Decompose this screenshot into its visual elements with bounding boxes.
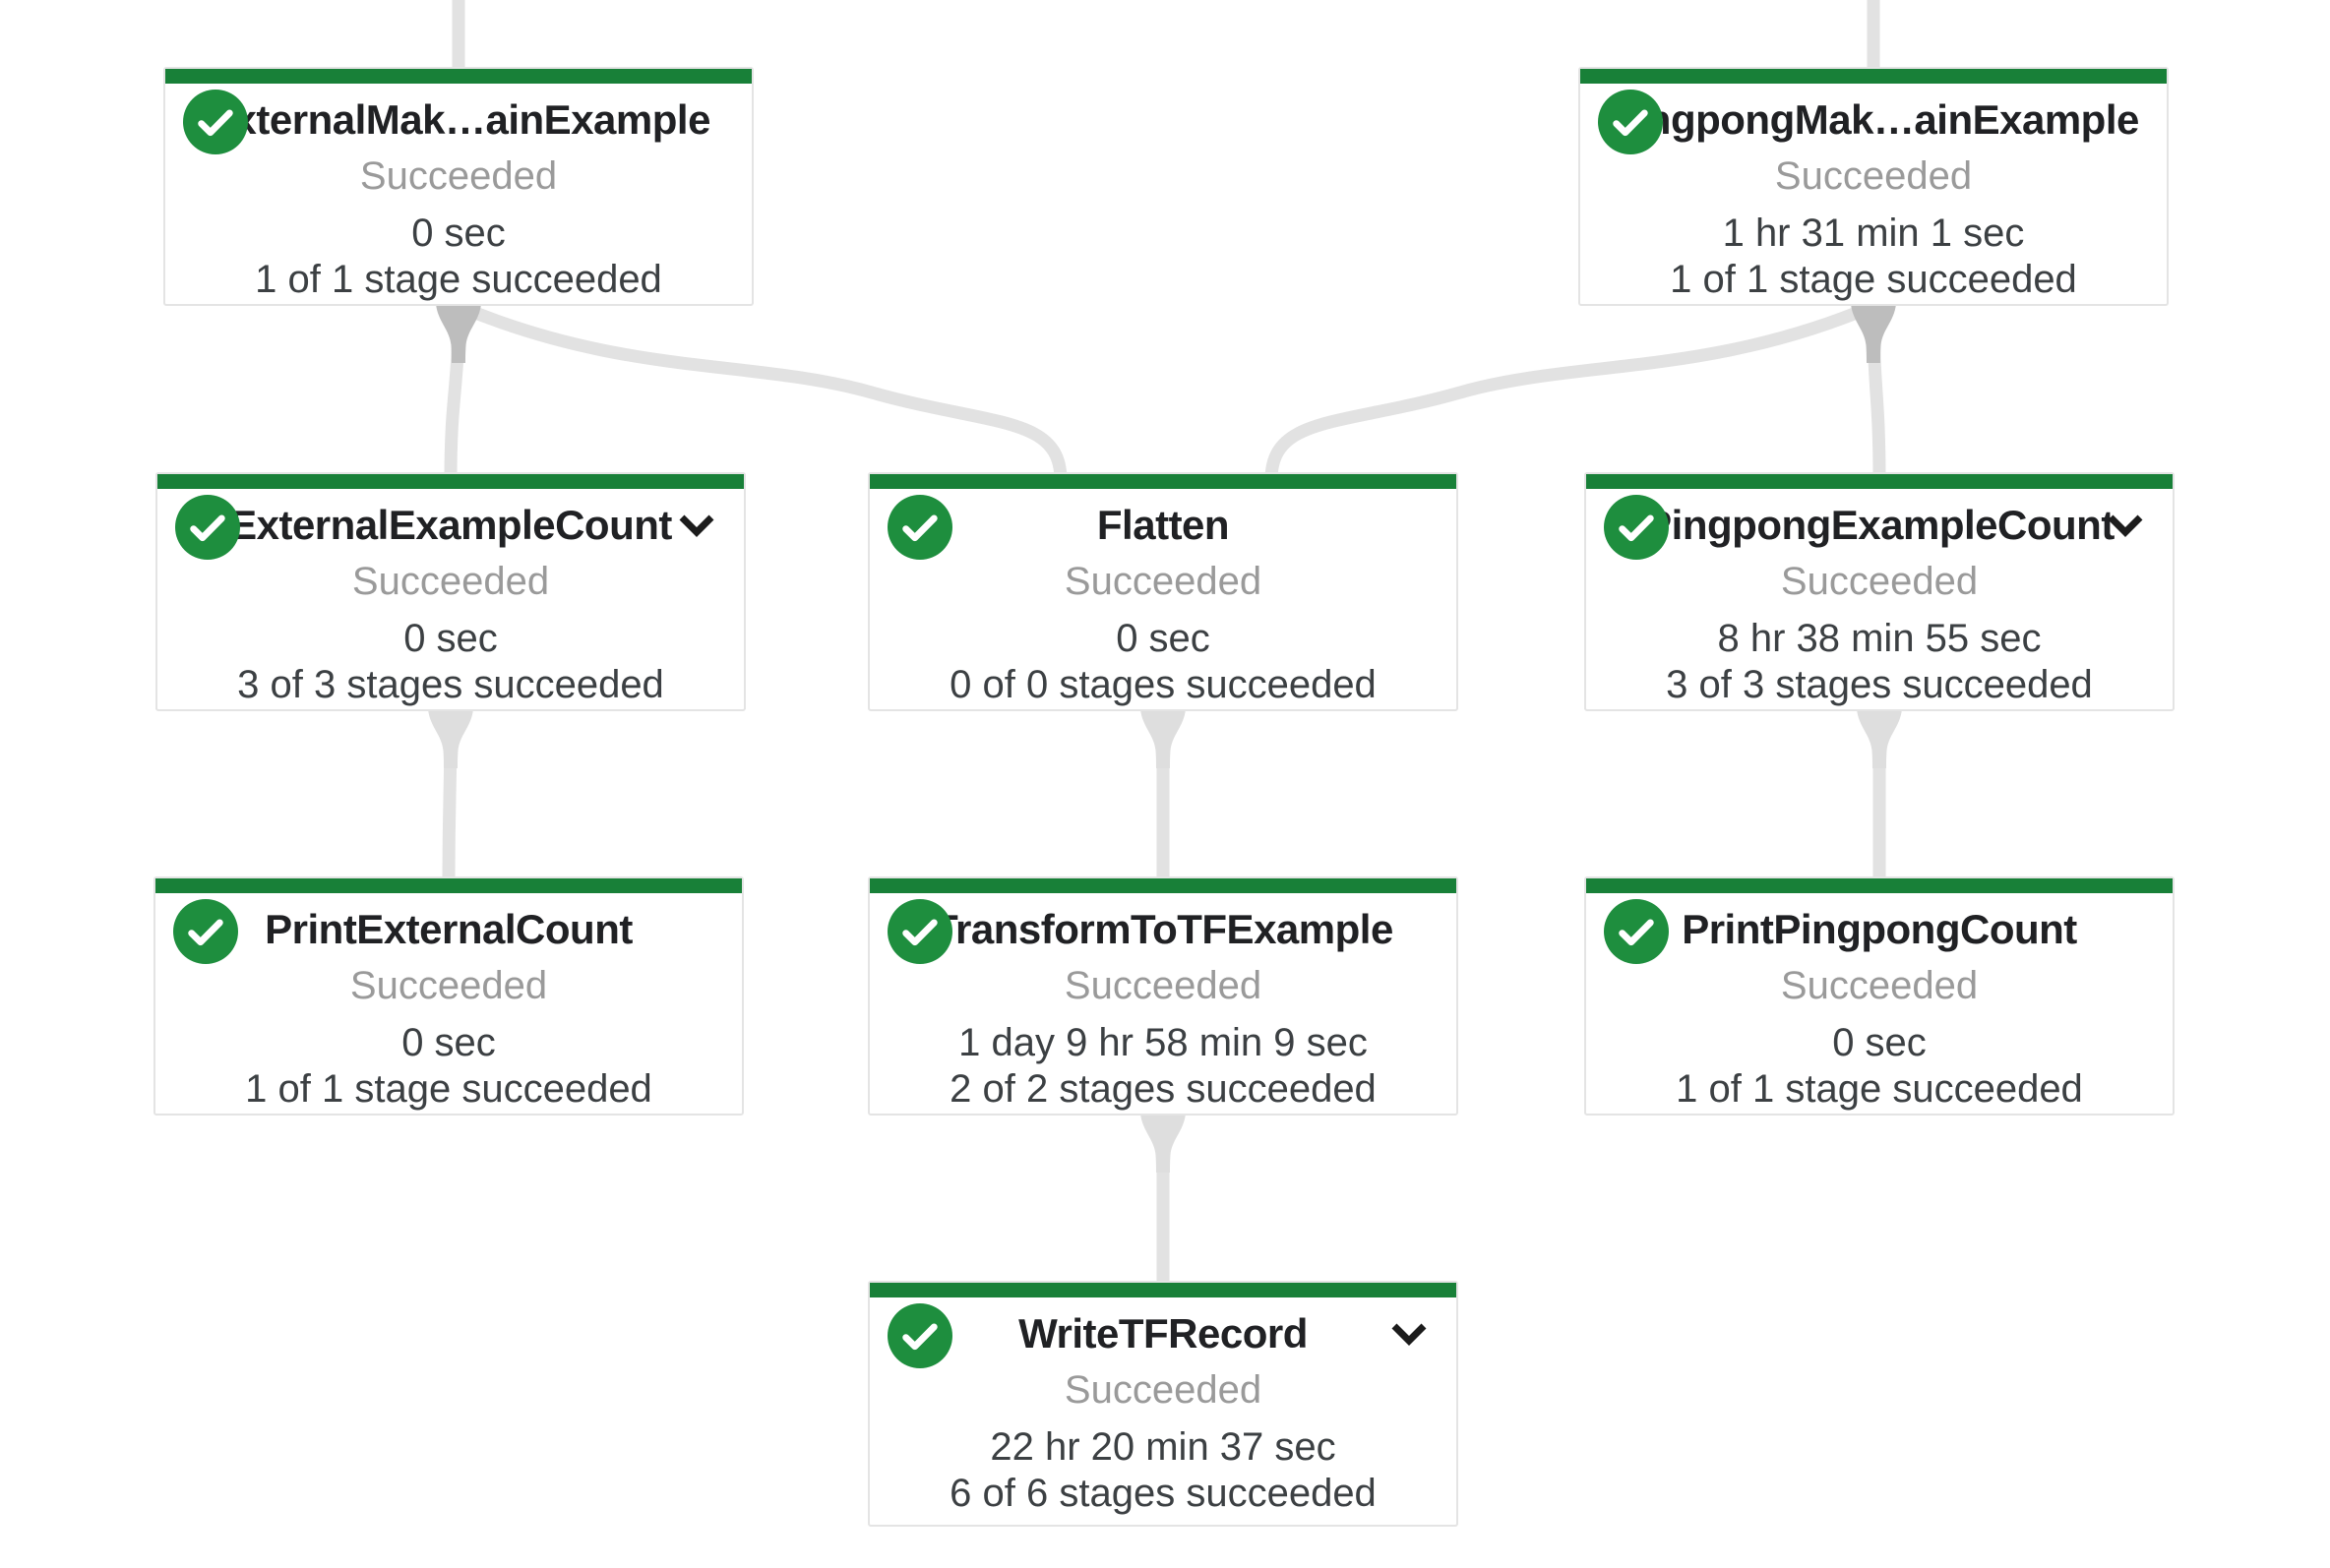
chevron-down-icon[interactable]: [678, 513, 715, 537]
node-title-row: PingpongMak…ainExample: [1580, 90, 2167, 154]
node-card-pingpong-mak-ain-example[interactable]: PingpongMak…ainExample Succeeded 1 hr 31…: [1578, 67, 2169, 306]
node-status: Succeeded: [1780, 560, 1979, 603]
node-title-row: PrintExternalCount: [155, 899, 742, 964]
node-success-bar: [1586, 474, 2173, 489]
node-stages: 1 of 1 stage succeeded: [1670, 258, 2077, 301]
node-stages: 3 of 3 stages succeeded: [1666, 663, 2093, 706]
node-title: PingpongExampleCount: [1644, 502, 2115, 548]
node-duration: 0 sec: [411, 211, 506, 255]
node-title: Flatten: [1096, 502, 1230, 548]
node-card-pingpong-example-count[interactable]: PingpongExampleCount Succeeded 8 hr 38 m…: [1584, 472, 2175, 711]
node-success-bar: [155, 878, 742, 893]
node-card-external-example-count[interactable]: ExternalExampleCount Succeeded 0 sec 3 o…: [155, 472, 746, 711]
chevron-down-icon[interactable]: [1390, 1322, 1428, 1346]
chevron-down-icon[interactable]: [2107, 513, 2144, 537]
node-title-row: PingpongExampleCount: [1586, 495, 2173, 560]
node-duration: 0 sec: [403, 617, 498, 660]
node-title-row: Flatten: [870, 495, 1456, 560]
edge-funnel: [1140, 1114, 1186, 1173]
node-stages: 2 of 2 stages succeeded: [950, 1067, 1377, 1111]
node-status: Succeeded: [351, 560, 550, 603]
node-duration: 1 day 9 hr 58 min 9 sec: [958, 1021, 1368, 1064]
node-title-row: TransformToTFExample: [870, 899, 1456, 964]
node-status: Succeeded: [349, 964, 548, 1007]
node-stages: 0 of 0 stages succeeded: [950, 663, 1377, 706]
node-stages: 6 of 6 stages succeeded: [950, 1472, 1377, 1515]
node-stages: 1 of 1 stage succeeded: [245, 1067, 652, 1111]
node-card-write-tf-record[interactable]: WriteTFRecord Succeeded 22 hr 20 min 37 …: [868, 1281, 1458, 1527]
node-title-row: ExternalExampleCount: [157, 495, 744, 560]
edge-funnel: [1140, 709, 1186, 768]
node-success-bar: [870, 474, 1456, 489]
node-success-bar: [1586, 878, 2173, 893]
node-title: PingpongMak…ainExample: [1608, 96, 2139, 143]
node-title-row: WriteTFRecord: [870, 1303, 1456, 1368]
node-title: PrintExternalCount: [265, 906, 633, 952]
node-card-print-external-count[interactable]: PrintExternalCount Succeeded 0 sec 1 of …: [153, 876, 744, 1116]
node-status: Succeeded: [1774, 154, 1973, 198]
node-duration: 8 hr 38 min 55 sec: [1717, 617, 2042, 660]
node-stages: 1 of 1 stage succeeded: [1676, 1067, 2083, 1111]
node-duration: 22 hr 20 min 37 sec: [990, 1425, 1336, 1469]
check-circle-icon: [175, 495, 240, 560]
node-card-transform-to-tf-example[interactable]: TransformToTFExample Succeeded 1 day 9 h…: [868, 876, 1458, 1116]
node-success-bar: [165, 69, 752, 84]
check-circle-icon: [1598, 90, 1663, 154]
edge-funnel: [428, 709, 473, 768]
node-title-row: PrintPingpongCount: [1586, 899, 2173, 964]
node-duration: 1 hr 31 min 1 sec: [1722, 211, 2025, 255]
check-circle-icon: [1604, 899, 1669, 964]
edge-funnel: [1851, 304, 1896, 363]
node-title: ExternalExampleCount: [229, 502, 672, 548]
node-status: Succeeded: [359, 154, 558, 198]
node-title: WriteTFRecord: [1018, 1310, 1308, 1357]
node-stages: 1 of 1 stage succeeded: [255, 258, 662, 301]
check-circle-icon: [888, 495, 952, 560]
check-circle-icon: [1604, 495, 1669, 560]
node-title: PrintPingpongCount: [1682, 906, 2077, 952]
node-stages: 3 of 3 stages succeeded: [237, 663, 664, 706]
node-duration: 0 sec: [1116, 617, 1210, 660]
node-duration: 0 sec: [1832, 1021, 1927, 1064]
node-status: Succeeded: [1780, 964, 1979, 1007]
node-card-print-pingpong-count[interactable]: PrintPingpongCount Succeeded 0 sec 1 of …: [1584, 876, 2175, 1116]
check-circle-icon: [888, 1303, 952, 1368]
edge-funnel: [436, 304, 481, 363]
node-duration: 0 sec: [401, 1021, 496, 1064]
edge-external-mak-ain-example-to-flatten: [456, 300, 1068, 481]
check-circle-icon: [173, 899, 238, 964]
check-circle-icon: [888, 899, 952, 964]
node-success-bar: [870, 1283, 1456, 1297]
edge-funnel: [1857, 709, 1902, 768]
node-status: Succeeded: [1064, 1368, 1262, 1412]
edge-pingpong-mak-ain-example-to-flatten: [1264, 300, 1876, 481]
node-card-flatten[interactable]: Flatten Succeeded 0 sec 0 of 0 stages su…: [868, 472, 1458, 711]
node-title: TransformToTFExample: [933, 906, 1393, 952]
node-title-row: ExternalMak…ainExample: [165, 90, 752, 154]
node-success-bar: [157, 474, 744, 489]
node-success-bar: [1580, 69, 2167, 84]
check-circle-icon: [183, 90, 248, 154]
node-title: ExternalMak…ainExample: [207, 96, 710, 143]
node-status: Succeeded: [1064, 560, 1262, 603]
node-success-bar: [870, 878, 1456, 893]
node-card-external-mak-ain-example[interactable]: ExternalMak…ainExample Succeeded 0 sec 1…: [163, 67, 754, 306]
node-status: Succeeded: [1064, 964, 1262, 1007]
